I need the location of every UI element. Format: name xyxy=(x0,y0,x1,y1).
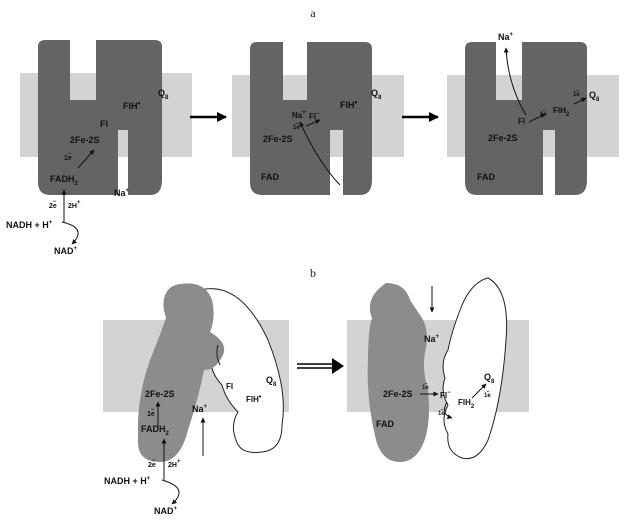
q8-label: Q8 xyxy=(158,88,169,101)
protein-complex xyxy=(465,42,587,195)
na-release-arrow xyxy=(503,47,527,116)
one-electron-label: 1e− xyxy=(484,389,491,399)
panel-a-state-1: Fl FlH• Q8 2Fe-2S 1e− FADH2 Na+ 2e− 2H+ … xyxy=(6,40,192,256)
two-electron-label: 2e− xyxy=(49,199,57,210)
panel-a-state-2: Na+ Fl− 1e− FlH• Q8 2Fe-2S FAD xyxy=(232,42,404,195)
grey-subunit xyxy=(137,283,225,462)
subunit-seam xyxy=(216,344,221,366)
q8-label: Q8 xyxy=(371,88,382,101)
electron-arrow xyxy=(443,401,453,419)
na-uptake-arrow xyxy=(299,121,341,186)
q8-label: Q8 xyxy=(266,375,277,388)
nadh-label: NADH + H+ xyxy=(104,476,151,486)
fe2s-label: 2Fe-2S xyxy=(488,133,518,143)
flh-label: FlH• xyxy=(340,98,358,110)
fl-minus-label: Fl− xyxy=(309,111,320,121)
na-label: Na+ xyxy=(192,404,208,414)
panel-a-label: a xyxy=(310,6,316,20)
nad-label: NAD+ xyxy=(154,506,178,516)
flh2-label: FlH2 xyxy=(458,398,475,410)
fl-label: Fl xyxy=(518,117,525,126)
white-subunit xyxy=(442,277,508,460)
nad-release-arrow xyxy=(161,479,180,505)
one-electron-label: 1e− xyxy=(64,151,72,162)
na-label: Na+ xyxy=(498,32,514,42)
flh2-label: FlH2 xyxy=(553,106,570,118)
panel-b-label: b xyxy=(310,266,316,280)
nad-release-arrow xyxy=(61,221,79,245)
one-electron-label: 1e− xyxy=(293,121,300,131)
panel-a-state-3: Na+ Fl 1e− FlH2 1e− Q8 2Fe-2S FAD xyxy=(447,32,619,195)
step-arrow xyxy=(297,358,344,374)
fad-label: FAD xyxy=(477,172,496,182)
two-proton-label: 2H+ xyxy=(168,459,181,469)
na-label: Na+ xyxy=(114,188,130,198)
electron-arrow xyxy=(471,383,487,399)
one-electron-label: 1e− xyxy=(540,108,547,118)
fadh2-label: FADH2 xyxy=(141,424,170,437)
fl-minus-label: Fl− xyxy=(440,390,451,400)
fe2s-label: 2Fe-2S xyxy=(263,134,293,144)
fe2s-label: 2Fe-2S xyxy=(145,389,175,399)
grey-subunit xyxy=(367,283,429,462)
electron-arrow xyxy=(528,113,546,123)
q8-label: Q8 xyxy=(589,90,600,103)
one-electron-label: 1e− xyxy=(573,88,580,98)
flh-label: FlH• xyxy=(246,394,262,404)
electron-arrow xyxy=(305,119,321,127)
two-proton-label: 2H+ xyxy=(68,200,81,210)
fad-label: FAD xyxy=(376,419,395,429)
fe2s-label: 2Fe-2S xyxy=(70,135,100,145)
fad-label: FAD xyxy=(261,172,280,182)
fadh2-label: FADH2 xyxy=(50,174,79,187)
protein-complex xyxy=(250,42,372,195)
protein-complex xyxy=(38,40,162,195)
one-electron-label: 1e− xyxy=(438,407,445,417)
electron-arrow xyxy=(77,149,95,169)
fe2s-label: 2Fe-2S xyxy=(383,389,413,399)
fl-label: Fl xyxy=(226,382,233,391)
na-label: Na+ xyxy=(424,334,440,344)
panel-b-state-1: Fl FlH• Q8 Na+ 2Fe-2S 1e− FADH2 2e− 2H+ … xyxy=(103,283,289,516)
electron-arrow xyxy=(573,97,587,105)
two-electron-label: 2e− xyxy=(148,458,156,469)
one-electron-label: 1e− xyxy=(147,407,155,418)
one-electron-label: 1e− xyxy=(422,381,429,391)
q8-label: Q8 xyxy=(484,372,495,385)
fl-label: Fl xyxy=(100,119,108,129)
flh-label: FlH• xyxy=(123,99,141,111)
nadh-label: NADH + H+ xyxy=(6,220,53,230)
na-label: Na+ xyxy=(292,110,306,120)
nad-label: NAD+ xyxy=(54,246,78,256)
panel-b-state-2: Na+ 2Fe-2S 1e− Fl− 1e− FlH2 1e− Q8 FAD xyxy=(347,277,529,462)
